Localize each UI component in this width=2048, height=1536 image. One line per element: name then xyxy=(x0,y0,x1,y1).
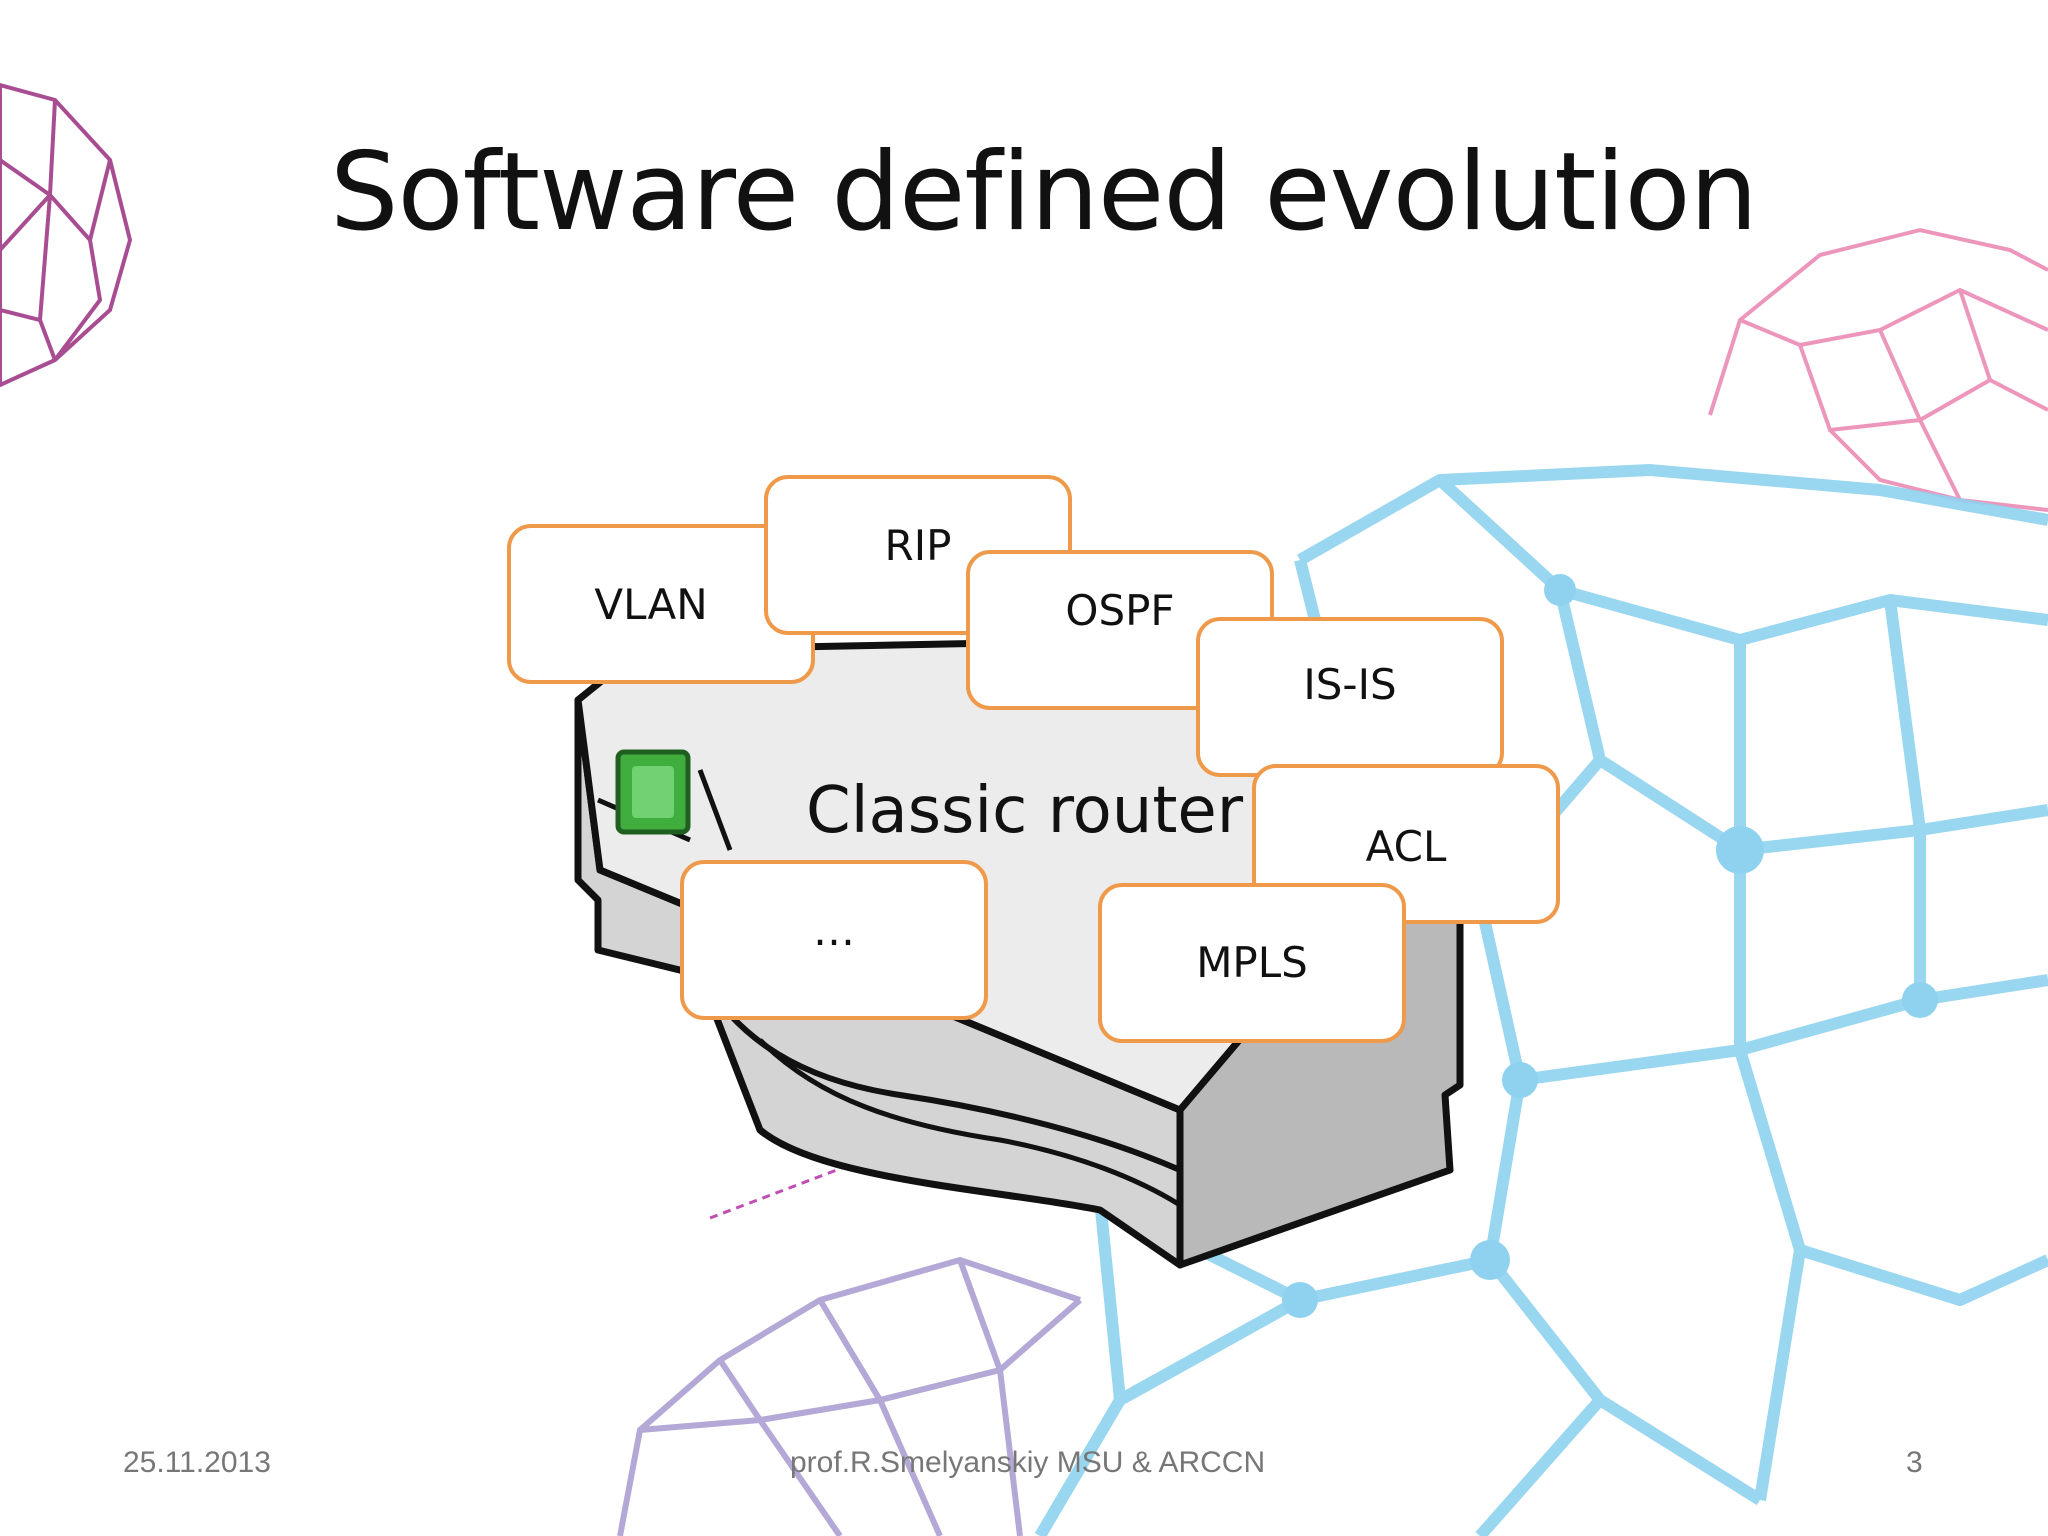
slide-title: Software defined evolution xyxy=(330,130,1758,255)
geodesic-nodes-right xyxy=(1282,574,1938,1318)
feature-box-vlan: VLAN xyxy=(507,524,815,684)
feature-label-vlan: VLAN xyxy=(594,579,708,629)
feature-box-more: … xyxy=(680,860,988,1020)
footer-page-number: 3 xyxy=(1906,1446,1923,1479)
feature-box-mpls: MPLS xyxy=(1098,883,1406,1043)
feature-box-acl: ACL xyxy=(1252,764,1560,924)
feature-label-acl: ACL xyxy=(1365,821,1447,871)
feature-label-ospf: OSPF xyxy=(1065,585,1175,635)
feature-box-isis: IS-IS xyxy=(1196,617,1504,777)
feature-label-more: … xyxy=(813,905,855,955)
feature-label-isis: IS-IS xyxy=(1303,659,1397,709)
router-label: Classic router xyxy=(806,774,1244,848)
footer-author: prof.R.Smelyanskiy MSU & ARCCN xyxy=(790,1446,1266,1479)
geodesic-sphere-top-left xyxy=(0,82,133,388)
footer-date: 25.11.2013 xyxy=(123,1446,271,1479)
geodesic-sphere-bottom xyxy=(617,1256,1082,1536)
geodesic-sphere-top-right xyxy=(1708,227,2048,512)
feature-label-rip: RIP xyxy=(884,520,952,570)
feature-label-mpls: MPLS xyxy=(1196,937,1308,987)
